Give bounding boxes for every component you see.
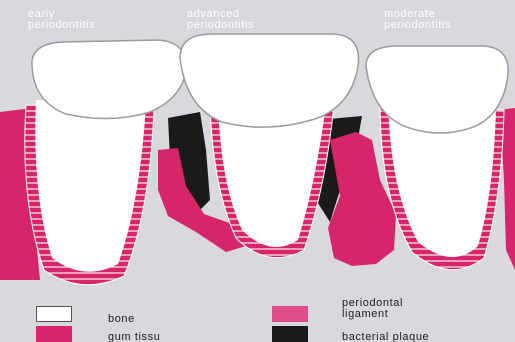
legend-swatch-ligament (272, 306, 308, 322)
stage-label-early: early periodontitis (28, 9, 95, 31)
legend-label-bone: bone (108, 314, 135, 325)
legend-swatch-bone (36, 306, 72, 322)
legend-swatch-plaque (272, 326, 308, 342)
legend: bone gum tissu periodontal ligament bact… (0, 292, 515, 342)
stage-label-moderate: moderate periodontitis (384, 9, 451, 31)
legend-swatch-gum (36, 326, 72, 342)
crown-1 (32, 40, 186, 119)
legend-label-plaque: bacterial plaque (342, 332, 429, 342)
legend-label-gum: gum tissu (108, 332, 160, 342)
legend-label-ligament: periodontal ligament (342, 298, 403, 320)
stage-label-advanced: advanced periodontitis (187, 9, 254, 31)
